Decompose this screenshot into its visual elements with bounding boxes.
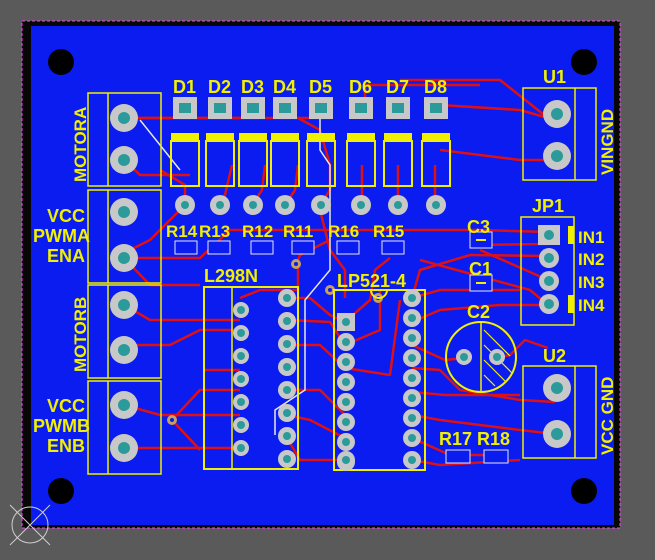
lp521-footprint [333,289,426,471]
resistor-r16: R16 [328,222,360,255]
led-label: D3 [241,77,264,97]
resistor-label: R13 [199,222,230,241]
mounting-hole [48,49,74,75]
led-label: D5 [309,77,332,97]
c2-label: C2 [467,302,490,322]
led-d8: D8 [421,77,451,215]
gnd-traces [139,110,331,435]
mounting-hole [48,478,74,504]
resistor-label: R16 [328,222,359,241]
mounting-hole [571,478,597,504]
led-label: D1 [173,77,196,97]
board-edge [21,20,621,529]
in2-label: IN2 [578,250,604,269]
resistor-r15: R15 [373,222,405,255]
l298n-label: L298N [204,266,258,286]
led-d6: D6 [346,77,376,215]
r17-label: R17 [439,429,472,449]
vias [167,259,383,425]
led-label: D2 [208,77,231,97]
ena-label: ENA [47,246,85,266]
u2-label: U2 [543,346,566,366]
motora-label: MOTORA [71,107,90,182]
led-d5: D5 [306,77,336,215]
origin-marker [9,504,51,546]
u1-terminal [522,87,597,181]
motorb-label: MOTORB [71,297,90,372]
u1-label: U1 [543,67,566,87]
pwma-label: PWMA [33,226,90,246]
led-d2: D2 [205,77,235,215]
jp1-label: JP1 [532,196,564,216]
resistor-label: R14 [166,222,198,241]
jp1-header [520,216,575,326]
vccgnd-label: VCC GND [598,377,617,455]
led-d3: D3 [238,77,268,215]
r17-r18-resistors [445,449,509,464]
resistor-r12: R12 [242,222,274,255]
resistor-r14: R14 [166,222,198,255]
led-label: D6 [349,77,372,97]
led-d1: D1 [170,77,200,215]
vcc-label-b: VCC [47,396,85,416]
mounting-hole [571,49,597,75]
terminal-pads-left [110,104,138,462]
led-label: D4 [273,77,296,97]
enb-label: ENB [47,436,85,456]
in3-label: IN3 [578,273,604,292]
c1-capacitor [469,274,493,292]
vcc-label-a: VCC [47,206,85,226]
resistor-label: R15 [373,222,404,241]
c2-capacitor [445,321,517,393]
lp521-label: LP521-4 [337,271,406,291]
led-array: D1 D2 D3 D4 D5 D6 D7 D8 [170,77,451,215]
r18-label: R18 [477,429,510,449]
c1-label: C1 [469,259,492,279]
c3-label: C3 [467,217,490,237]
terminal-blocks-left [87,92,162,475]
resistor-r11: R11 [283,222,315,255]
led-label: D7 [386,77,409,97]
resistor-label: R11 [283,222,313,241]
in1-label: IN1 [578,228,604,247]
led-label: D8 [424,77,447,97]
led-d7: D7 [383,77,413,215]
l298n-footprint [203,286,299,470]
c3-capacitor [469,231,493,249]
in4-label: IN4 [578,296,605,315]
pwmb-label: PWMB [33,416,90,436]
vingnd-label: VINGND [598,109,617,175]
resistor-r13: R13 [199,222,231,255]
mounting-holes [48,49,597,504]
resistor-label: R12 [242,222,273,241]
led-d4: D4 [270,77,300,215]
u2-terminal [522,365,597,459]
